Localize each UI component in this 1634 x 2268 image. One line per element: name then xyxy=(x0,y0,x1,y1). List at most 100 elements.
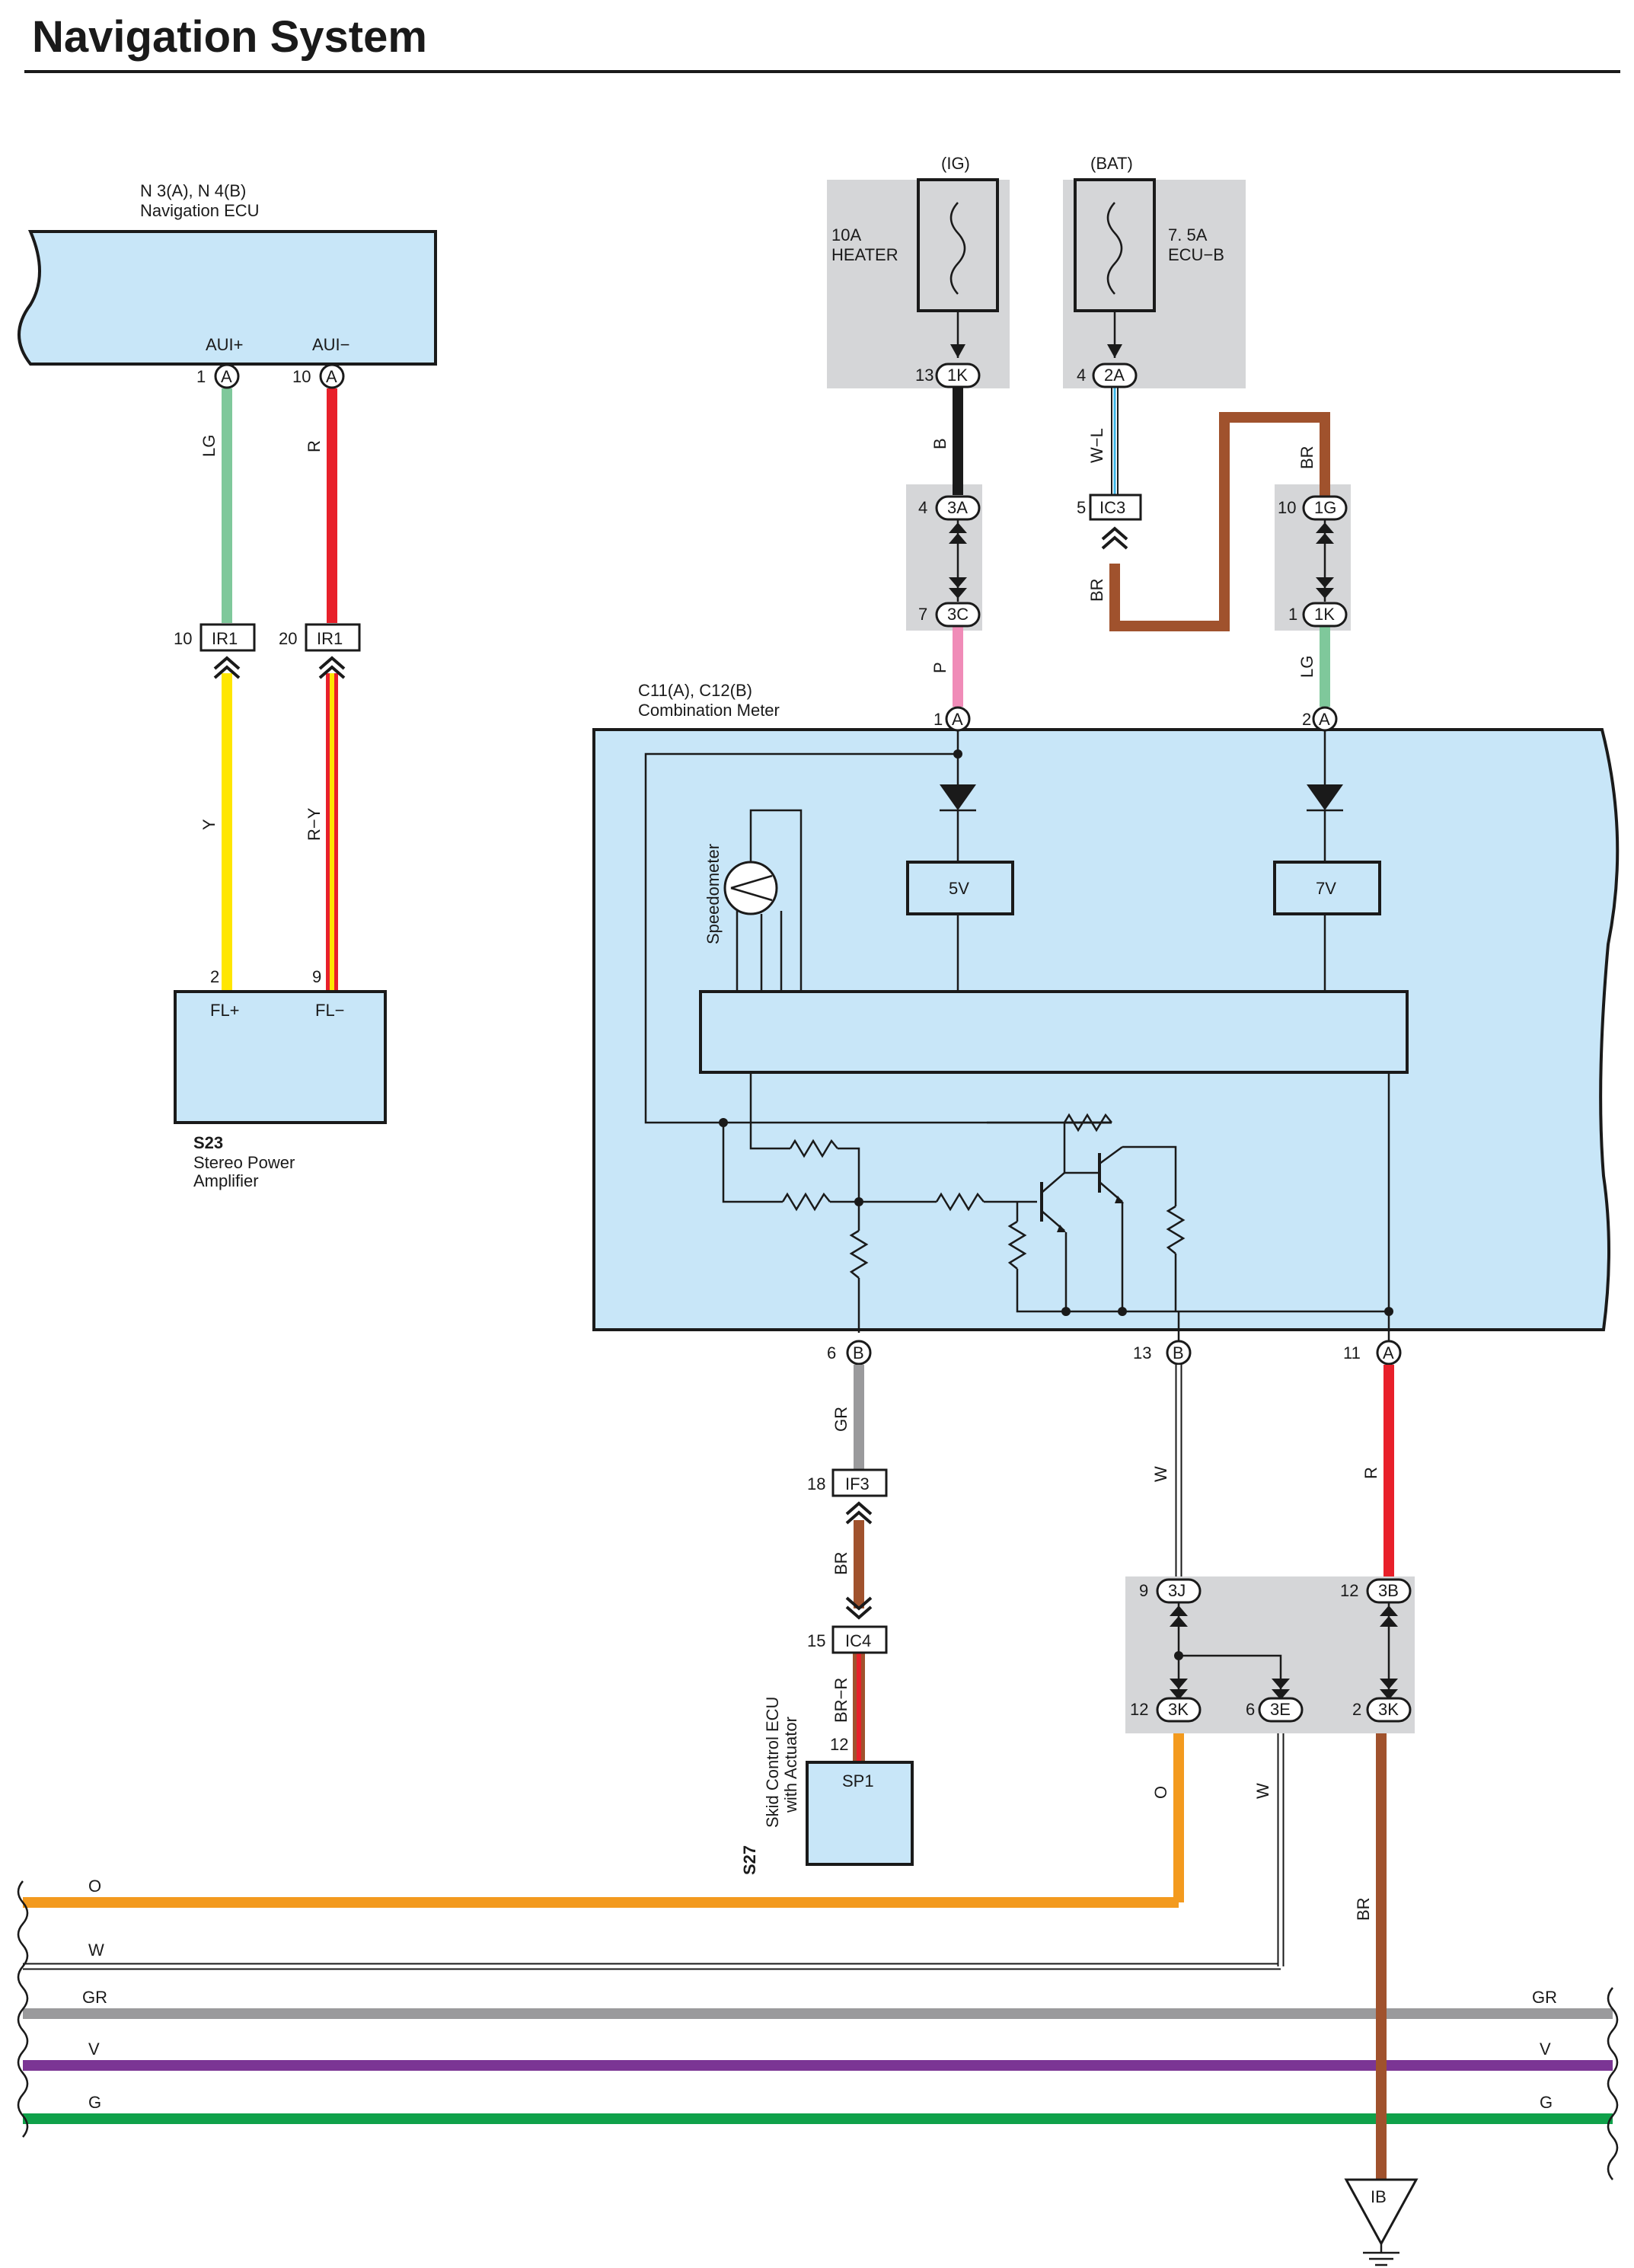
svg-text:4: 4 xyxy=(1077,366,1086,385)
svg-text:3E: 3E xyxy=(1270,1700,1291,1719)
svg-text:2A: 2A xyxy=(1104,366,1125,385)
bus-label-o: O xyxy=(88,1877,101,1896)
svg-text:6: 6 xyxy=(1246,1700,1255,1719)
meter-pin-6: 6 B xyxy=(827,1340,872,1366)
svg-text:13: 13 xyxy=(915,366,933,385)
svg-text:2: 2 xyxy=(210,967,219,986)
nav-pin-1: 1 A xyxy=(196,363,240,389)
fuse-heater: (IG) 10A HEATER xyxy=(827,154,1010,388)
fuse-heater-name: HEATER xyxy=(831,245,898,264)
bus-label-gr-left: GR xyxy=(82,1988,107,2007)
svg-text:12: 12 xyxy=(1130,1700,1148,1719)
connector-ir1-10: 10 IR1 xyxy=(174,623,256,679)
wire-label-br-skid: BR xyxy=(831,1551,851,1575)
nav-ecu-box xyxy=(18,230,437,366)
fuse-ecu-b: (BAT) 7. 5A ECU−B xyxy=(1063,154,1246,388)
wire-label-lg-meter: LG xyxy=(1297,656,1316,678)
ground-symbol: IB xyxy=(1344,2178,1419,2266)
connector-ic3: 5 IC3 xyxy=(1077,494,1142,550)
amp-ref: S23 xyxy=(193,1133,223,1152)
skid-control-ecu: 12 SP1 S27 Skid Control ECU with Actuato… xyxy=(740,1697,914,1875)
wire-label-gr: GR xyxy=(831,1407,851,1432)
wire-label-br-2: BR xyxy=(1297,446,1316,469)
wire-br-loop xyxy=(1109,412,1330,631)
wire-label-br-ground: BR xyxy=(1354,1897,1373,1921)
svg-text:2: 2 xyxy=(1352,1700,1361,1719)
pin-2a: 4 2A xyxy=(1077,363,1138,388)
skid-name-1: Skid Control ECU xyxy=(763,1697,782,1828)
pin-3b: 12 3B xyxy=(1340,1578,1412,1604)
meter-pin-2: 2 A xyxy=(1302,706,1338,732)
svg-text:IR1: IR1 xyxy=(317,629,343,648)
wire-label-br-r: BR−R xyxy=(831,1678,851,1723)
meter-name: Combination Meter xyxy=(638,701,780,720)
connector-ir1-20: 20 IR1 xyxy=(279,623,361,679)
skid-name-2: with Actuator xyxy=(781,1717,800,1813)
svg-text:3K: 3K xyxy=(1168,1700,1189,1719)
svg-text:IR1: IR1 xyxy=(212,629,238,648)
meter-7v: 7V xyxy=(1316,879,1336,898)
ground-triangle xyxy=(1344,2178,1419,2247)
speedometer-label: Speedometer xyxy=(704,844,723,944)
meter-box xyxy=(592,728,1620,1331)
svg-text:B: B xyxy=(1173,1343,1184,1362)
pin-1k: 13 1K xyxy=(915,363,981,388)
bus-label-g-right: G xyxy=(1540,2093,1553,2112)
ground-label: IB xyxy=(1371,2187,1387,2206)
svg-text:10: 10 xyxy=(1278,498,1296,517)
wire-label-r-meter: R xyxy=(1361,1467,1380,1479)
wire-label-p: P xyxy=(930,662,949,673)
wire-label-w-l: W−L xyxy=(1087,428,1106,463)
amp-terminal-fl-plus: FL+ xyxy=(210,1001,240,1020)
wire-label-br-1: BR xyxy=(1087,578,1106,602)
svg-text:11: 11 xyxy=(1343,1343,1361,1362)
svg-text:4: 4 xyxy=(918,498,927,517)
nav-ecu-terminal-aui-minus: AUI− xyxy=(312,335,350,354)
skid-ref: S27 xyxy=(740,1845,759,1875)
wire-label-r: R xyxy=(305,440,324,452)
pin-3e: 6 3E xyxy=(1246,1697,1304,1723)
pin-1k-b: 1 1K xyxy=(1288,602,1348,628)
pin-3j: 9 3J xyxy=(1139,1578,1202,1604)
svg-text:A: A xyxy=(952,710,963,729)
wire-label-b: B xyxy=(930,438,949,449)
amp-box xyxy=(174,990,387,1124)
svg-text:10: 10 xyxy=(174,629,192,648)
svg-text:A: A xyxy=(326,367,337,386)
stereo-power-amplifier: 2 9 FL+ FL− S23 Stereo Power Amplifier xyxy=(174,967,387,1190)
bus-break-right xyxy=(1607,1987,1619,2180)
combination-meter: C11(A), C12(B) Combination Meter 5V 7V S… xyxy=(592,681,1620,1353)
svg-text:A: A xyxy=(1383,1343,1394,1362)
svg-text:2: 2 xyxy=(1302,710,1311,729)
fuse-heater-supply: (IG) xyxy=(941,154,970,173)
fuse-ecu-b-name: ECU−B xyxy=(1168,245,1224,264)
svg-text:IC4: IC4 xyxy=(845,1631,871,1650)
fuse-heater-rating: 10A xyxy=(831,225,861,244)
bus-label-v-right: V xyxy=(1540,2040,1551,2059)
svg-text:6: 6 xyxy=(827,1343,836,1362)
svg-text:9: 9 xyxy=(312,967,321,986)
wire-label-w-meter: W xyxy=(1151,1466,1170,1482)
svg-text:1K: 1K xyxy=(947,366,968,385)
svg-text:5: 5 xyxy=(1077,498,1086,517)
pin-3c: 7 3C xyxy=(918,602,981,628)
page-title: Navigation System xyxy=(32,12,427,62)
svg-text:IC3: IC3 xyxy=(1099,498,1125,517)
svg-text:A: A xyxy=(1319,710,1330,729)
meter-5v: 5V xyxy=(949,879,969,898)
pin-3k-2: 2 3K xyxy=(1352,1697,1412,1723)
fuse-ecu-b-supply: (BAT) xyxy=(1090,154,1133,173)
fuse-ecu-b-rating: 7. 5A xyxy=(1168,225,1208,244)
bus-label-g-left: G xyxy=(88,2093,101,2112)
nav-pin-10: 10 A xyxy=(292,363,345,389)
nav-ecu-ref: N 3(A), N 4(B) xyxy=(140,181,246,200)
bus-label-w: W xyxy=(88,1941,104,1960)
svg-text:3A: 3A xyxy=(947,498,968,517)
pin-3a: 4 3A xyxy=(918,495,981,521)
wire-label-w-bus: W xyxy=(1253,1783,1272,1799)
connector-if3: 18 IF3 xyxy=(807,1468,888,1525)
svg-text:3B: 3B xyxy=(1378,1581,1399,1600)
svg-text:3J: 3J xyxy=(1168,1581,1186,1600)
svg-text:B: B xyxy=(853,1343,864,1362)
